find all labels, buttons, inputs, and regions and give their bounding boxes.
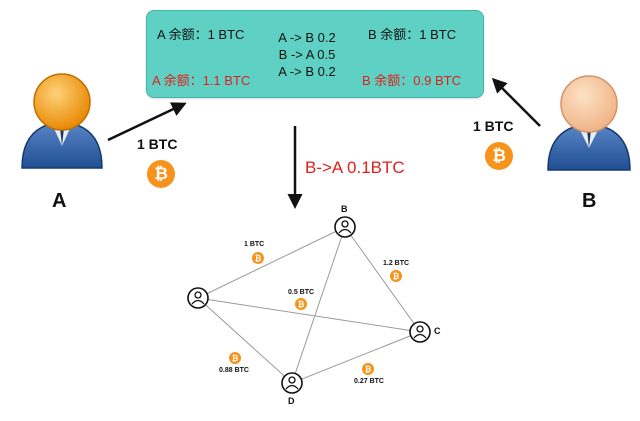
network-edges [197, 226, 421, 384]
edge-amount-label: 1.2 BTC [383, 260, 410, 267]
edge-amount-label: 1 BTC [244, 241, 265, 248]
bitcoin-icon: ₿ [252, 252, 264, 264]
node-c-user-icon [409, 321, 431, 343]
bitcoin-icon: ₿ [390, 270, 402, 282]
settlement-label: B->A 0.1BTC [305, 158, 405, 177]
edge-b-d [291, 226, 346, 384]
transaction-2: B -> A 0.5 [278, 47, 336, 62]
b-deposit-amount: 1 BTC [473, 118, 514, 134]
b-balance-before: B 余额：1 BTC [368, 27, 457, 42]
transaction-1: A -> B 0.2 [278, 30, 336, 45]
arrow-b-to-channel [491, 77, 541, 127]
user-a-avatar-icon [21, 73, 103, 169]
user-b-avatar-icon [547, 75, 631, 171]
bitcoin-icon: ₿ [295, 298, 307, 310]
transaction-3: A -> B 0.2 [278, 64, 336, 79]
edge-left-d [197, 297, 293, 384]
payment-channel-box [146, 10, 484, 98]
bitcoin-icon: ₿ [229, 352, 241, 364]
edge-amount-label: 0.88 BTC [219, 367, 249, 374]
edge-c-d [291, 331, 421, 384]
edge-amount-label: 0.27 BTC [354, 378, 384, 385]
node-d-user-icon [281, 372, 303, 394]
node-d-label: D [288, 396, 295, 406]
edge-b-c [344, 226, 421, 333]
edge-left-b [197, 226, 346, 299]
bitcoin-icon: ₿ [362, 363, 374, 375]
network-nodes [187, 216, 431, 394]
user-b-label: B [582, 190, 597, 212]
a-balance-before: A 余额：1 BTC [157, 27, 245, 42]
edge-amount-label: 0.5 BTC [288, 289, 315, 296]
bitcoin-icon: ₿ [485, 142, 513, 170]
node-b-label: B [341, 204, 348, 214]
arrow-a-to-channel [107, 102, 187, 142]
node-left-user-icon [187, 287, 209, 309]
edge-left-c [197, 297, 421, 333]
a-deposit-amount: 1 BTC [137, 136, 178, 152]
node-b-user-icon [334, 216, 356, 238]
a-balance-after: A 余额：1.1 BTC [152, 73, 251, 88]
b-balance-after: B 余额：0.9 BTC [362, 73, 461, 88]
node-c-label: C [434, 326, 441, 336]
bitcoin-icon: ₿ [147, 160, 175, 188]
user-a-label: A [52, 190, 67, 212]
